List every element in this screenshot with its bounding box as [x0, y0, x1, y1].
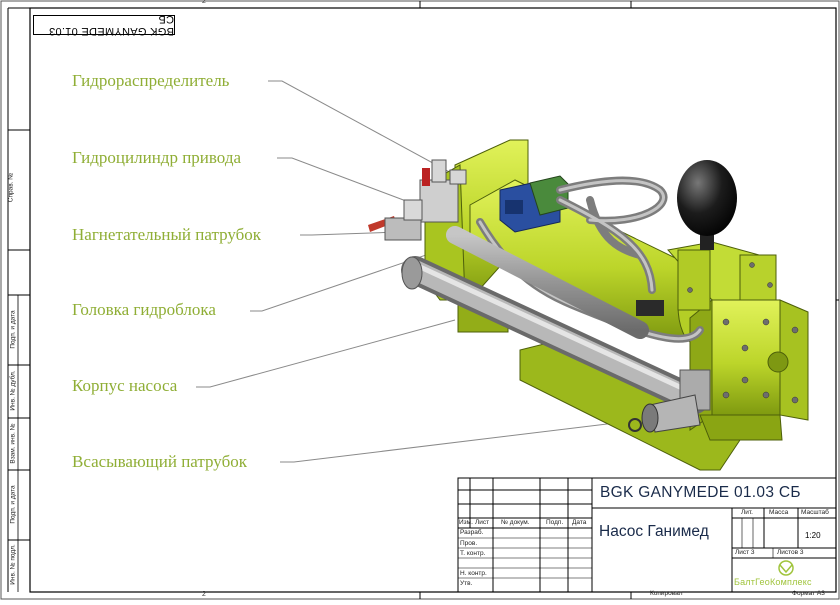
title-block-grid	[457, 477, 837, 593]
sheet-number: Лист 3	[735, 549, 755, 556]
strip-label-orig-inv: Инв. № подл.	[9, 544, 17, 585]
company-logo-mark	[778, 560, 794, 576]
title-block-product-name: Насос Ганимед	[599, 523, 709, 540]
callout-hydro-head: Головка гидроблока	[72, 300, 216, 319]
role-checker: Пров.	[460, 540, 478, 547]
col-sign: Подп.	[546, 519, 564, 526]
role-developer: Разраб.	[460, 529, 484, 536]
callout-suction-pipe: Всасывающий патрубок	[72, 452, 247, 471]
strip-label-ref: Справ. №	[7, 172, 15, 203]
lit-label: Лит.	[741, 509, 753, 516]
callout-drive-cylinder: Гидроцилиндр привода	[72, 148, 242, 167]
stamp-code: BGK GANYMEDE 01.03 СБ	[33, 13, 175, 37]
role-tech-control: Т. контр.	[460, 550, 486, 557]
zone-mark-bottom: 2	[202, 591, 206, 598]
format-label: Формат А3	[792, 590, 825, 597]
zone-mark-top: 2	[202, 0, 206, 5]
sheet-total: Листов 3	[777, 549, 804, 556]
role-approved: Утв.	[460, 580, 473, 587]
copied-label: Копировал	[650, 590, 683, 597]
callout-pump-body: Корпус насоса	[72, 376, 178, 395]
pump-assembly	[368, 139, 809, 471]
scale-label: Масштаб	[801, 509, 829, 516]
mass-label: Масса	[769, 509, 789, 516]
callout-discharge-pipe: Нагнетательный патрубок	[72, 225, 262, 244]
scale-value: 1:20	[805, 531, 821, 540]
title-block-designation: BGK GANYMEDE 01.03 СБ	[600, 484, 801, 501]
col-doc-no: № докум.	[501, 519, 530, 526]
callout-distributor: Гидрораспределитель	[72, 71, 230, 90]
leader-lines	[196, 80, 641, 463]
col-sheet: Лист	[475, 519, 490, 526]
company-name: БалтГеоКомплекс	[734, 577, 812, 587]
role-norm-control: Н. контр.	[460, 570, 487, 577]
col-date: Дата	[572, 519, 587, 526]
col-change: Изм.	[459, 519, 473, 526]
